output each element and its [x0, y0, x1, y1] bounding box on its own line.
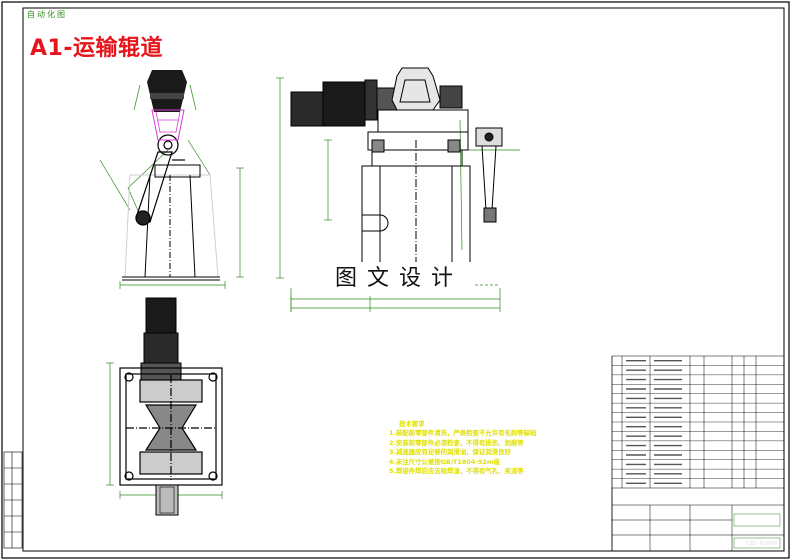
technical-notes: 技术要求 1.装配前零部件清洗，严格检查不允许有毛刺等缺陷 2.安装前零部件必须…	[389, 420, 609, 476]
watermark-label: 图文设计	[324, 262, 474, 296]
note-line: 2.安装前零部件必须检查，不得有损伤、划痕等	[389, 438, 524, 447]
drawing-title: A1-运输辊道	[30, 36, 163, 61]
note-line: 4.未注尺寸公差按GB/T1804-92m级	[389, 457, 500, 466]
drawing-number: YSD-02A00	[745, 540, 778, 547]
note-line: 3.减速器应有足够的润滑油，保证润滑良好	[389, 448, 511, 457]
corner-tag: 自动化图	[27, 10, 67, 19]
inner-frame	[22, 7, 785, 552]
notes-heading: 技术要求	[399, 420, 425, 428]
left-binding-strip	[3, 451, 23, 549]
roller-head	[133, 70, 197, 141]
side-view	[276, 67, 520, 312]
bom-table	[611, 355, 785, 552]
note-line: 1.装配前零部件清洗，严格检查不允许有毛刺等缺陷	[389, 429, 537, 438]
front-view	[99, 70, 244, 289]
title-block	[611, 487, 785, 552]
note-line: 5.焊接件焊后应去除焊渣，不得有气孔、夹渣等	[389, 467, 524, 476]
coupling-block	[155, 484, 179, 516]
bom-rows	[612, 360, 784, 484]
top-view	[106, 297, 223, 516]
